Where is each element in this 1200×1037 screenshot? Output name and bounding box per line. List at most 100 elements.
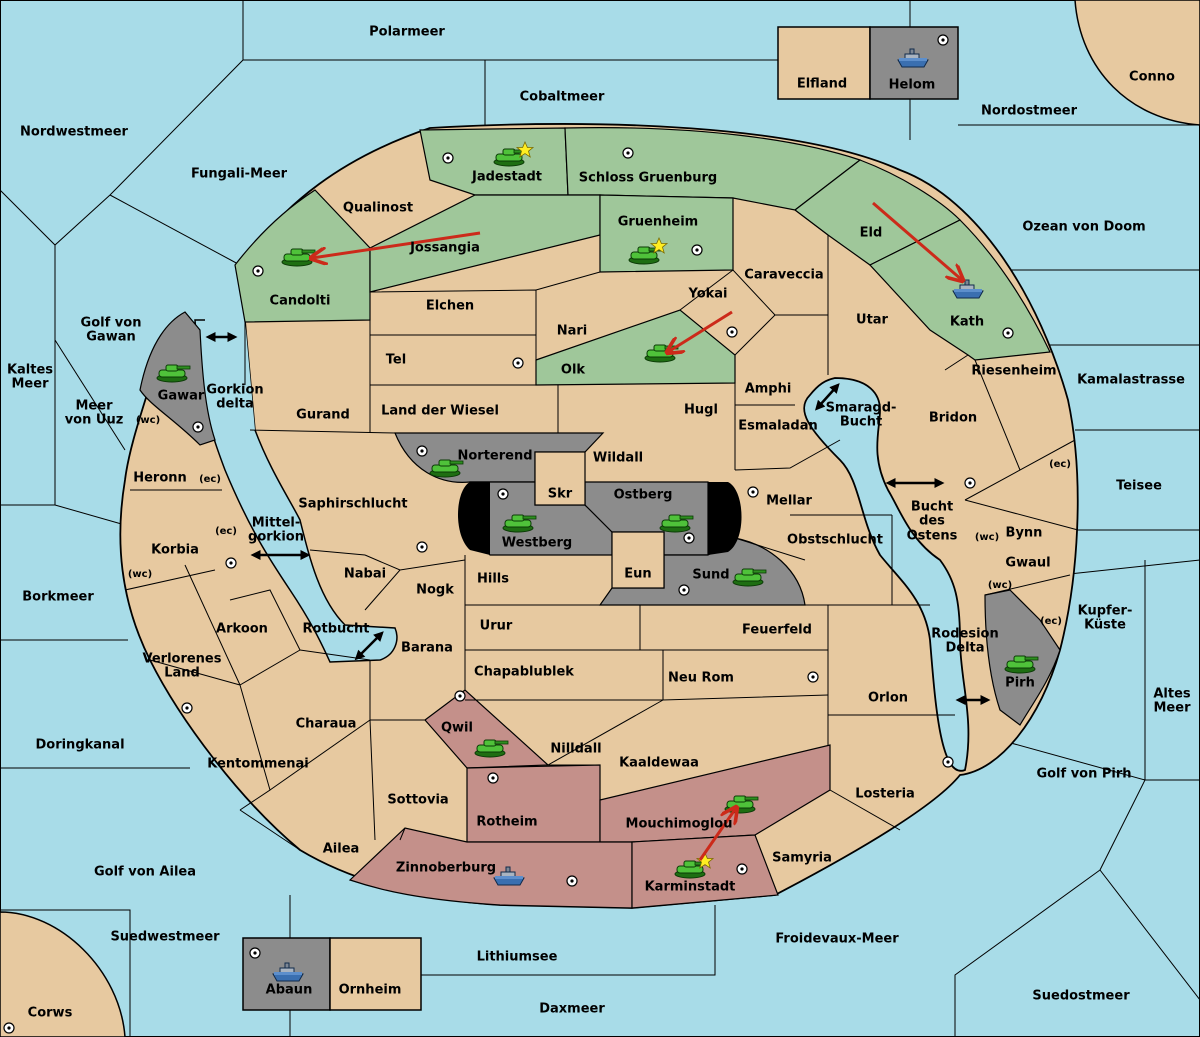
territory-label: Olk (561, 363, 586, 378)
region-conno[interactable] (1074, 0, 1200, 126)
sea-label: Lithiumsee (477, 950, 558, 965)
territory-label: Korbia (151, 543, 199, 558)
territory-label: Obstschlucht (787, 533, 883, 548)
territory-label: Barana (401, 641, 453, 656)
territory-label: Corws (28, 1006, 73, 1021)
sea-label: Bucht (911, 500, 953, 515)
sea-label: Borkmeer (22, 590, 94, 605)
region-ornheim[interactable] (329, 937, 422, 1011)
territory-label: Hills (477, 572, 509, 587)
sea-label: Golf von Ailea (94, 865, 196, 880)
move-order-arrow (312, 231, 481, 258)
sea-label: Meer (12, 377, 50, 392)
territory-label: Kaaldewaa (619, 756, 699, 771)
region-corws[interactable] (0, 911, 126, 1037)
supply-center-dot-icon (937, 34, 949, 46)
sea-label: Rodesion (931, 627, 998, 642)
territory-label: Orlon (868, 691, 908, 706)
supply-center-dot-icon (747, 486, 759, 498)
territory-label: Nabai (344, 567, 386, 582)
double-arrow-icon (814, 383, 840, 411)
coast-tag: (ec) (1049, 459, 1071, 470)
sea-label: Fungali-Meer (191, 167, 288, 182)
territory-label: Nari (557, 324, 588, 339)
territory-label: Elfland (797, 77, 847, 92)
supply-center-dot-icon (678, 584, 690, 596)
sea-label: Meer (76, 399, 114, 414)
supply-center-dot-icon (442, 152, 454, 164)
territory-label: Feuerfeld (742, 623, 812, 638)
sea-label: Küste (1084, 618, 1126, 633)
supply-center-dot-icon (487, 772, 499, 784)
territory-labels: Elfland Helom Conno Corws Abaun Ornheim … (28, 70, 1175, 1021)
sea-label: Mittel- (252, 516, 301, 531)
region-elfland[interactable] (777, 26, 871, 100)
territory-label: Land (164, 666, 200, 681)
territory-label: Chapablublek (474, 665, 574, 680)
sea-label: Kaltes (7, 363, 53, 378)
territory-label: Pirh (1005, 676, 1035, 691)
territory-label: Arkoon (216, 622, 268, 637)
supply-center-dot-icon (683, 532, 695, 544)
territory-label: Hugl (684, 403, 718, 418)
supply-center-dot-icon (252, 265, 264, 277)
territory-label: Mellar (766, 494, 812, 509)
supply-center-dot-icon (942, 756, 954, 768)
sea-label: Nordostmeer (981, 104, 1078, 119)
convoy-links (205, 332, 991, 705)
territory-label: Eun (624, 567, 651, 582)
supply-center-dot-icon (181, 702, 193, 714)
territory-label: Gruenheim (618, 215, 698, 230)
supply-center-dot-icon (497, 488, 509, 500)
territory-label: Tel (386, 353, 406, 368)
supply-center-dot-icon (192, 421, 204, 433)
coast-tag: (wc) (128, 569, 152, 580)
territory-label: Jossangia (409, 241, 480, 256)
coast-tag: (ec) (1040, 616, 1062, 627)
territory-label: Charaua (296, 717, 357, 732)
territory-label: Urur (480, 619, 513, 634)
territory-label: Riesenheim (971, 364, 1056, 379)
supply-center-dot-icon (807, 671, 819, 683)
supply-center-dot-icon (691, 244, 703, 256)
territory-label: Sottovia (387, 793, 448, 808)
supply-center-dot-icon (416, 445, 428, 457)
double-arrow-icon (354, 631, 384, 661)
sea-label: Polarmeer (369, 25, 445, 40)
territory-label: Esmaladan (738, 419, 818, 434)
supply-center-dot-icon (225, 557, 237, 569)
coast-tag: (wc) (136, 415, 160, 426)
sea-label: Meer (1154, 701, 1192, 716)
supply-center-dot-icon (416, 541, 428, 553)
territory-label: Ornheim (339, 983, 402, 998)
sea-label: Golf von (81, 316, 142, 331)
territory-label: Neu Rom (668, 671, 734, 686)
supply-center-dot-icon (3, 1022, 15, 1034)
territory-label: Conno (1129, 70, 1175, 85)
central-block (457, 451, 742, 589)
territory-label: Qualinost (343, 201, 413, 216)
red-power-territories (348, 689, 831, 909)
territory-label: Nogk (416, 583, 454, 598)
territory-label: Zinnoberburg (396, 861, 496, 876)
territory-label: Rotheim (476, 815, 537, 830)
sea-label: Doringkanal (35, 738, 124, 753)
sea-label: Smaragd- (826, 401, 897, 416)
territory-label: Schloss Gruenburg (579, 171, 717, 186)
coast-tag: (ec) (215, 526, 237, 537)
territory-label: Qwil (441, 721, 473, 736)
supply-center-dot-icon (726, 326, 738, 338)
supply-center-dot-icon (512, 357, 524, 369)
territory-label: Elchen (426, 299, 474, 314)
territory-label: Eld (860, 226, 883, 241)
move-order-arrow (668, 310, 733, 352)
sea-label: Rotbucht (303, 622, 370, 637)
coast-tag: (wc) (988, 580, 1012, 591)
territory-label: Abaun (266, 983, 313, 998)
sea-label: von Uuz (65, 413, 124, 428)
territory-label: Skr (548, 487, 573, 502)
land-borders (124, 198, 1079, 851)
sea-label: Teisee (1116, 479, 1162, 494)
